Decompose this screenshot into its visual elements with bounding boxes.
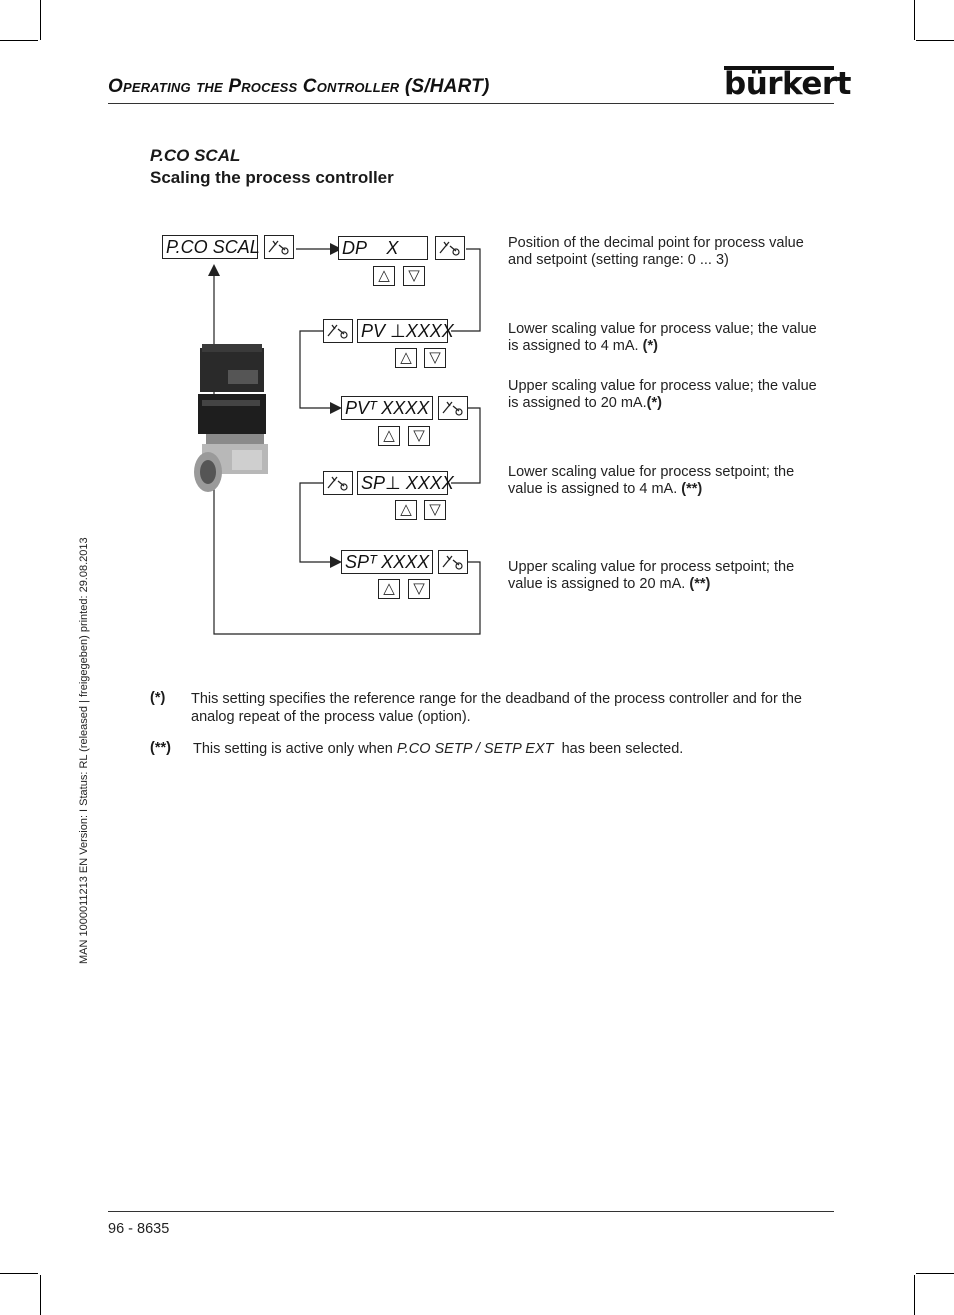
- hand-key-button[interactable]: [323, 471, 353, 495]
- footnote-mark: (*): [642, 338, 658, 354]
- header-rule: [108, 103, 834, 104]
- note-text-part: has been selected.: [561, 741, 684, 757]
- arrow-up-button[interactable]: △: [395, 348, 417, 368]
- arrowhead: [330, 556, 342, 568]
- display-pco-scal: P.CO SCAL: [162, 235, 260, 259]
- hand-key-button[interactable]: [435, 236, 465, 260]
- arrowhead: [208, 264, 220, 276]
- arrow-up-button[interactable]: △: [373, 266, 395, 286]
- description-pv-low: Lower scaling value for process value; t…: [508, 321, 828, 355]
- arrow-up-button[interactable]: △: [378, 426, 400, 446]
- arrow-down-icon: ▽: [413, 427, 425, 444]
- display-sp-high: SPᵀ XXXX: [341, 550, 433, 574]
- arrow-up-icon: △: [383, 580, 395, 597]
- hand-key-icon: [327, 324, 348, 339]
- description-text: Upper scaling value for process value; t…: [508, 378, 817, 411]
- arrow-up-button[interactable]: △: [395, 500, 417, 520]
- arrow-up-icon: △: [378, 267, 390, 284]
- description-text: Lower scaling value for process setpoint…: [508, 464, 795, 497]
- connector-line: [451, 248, 481, 332]
- note-mark: (*): [150, 690, 166, 706]
- hand-key-icon: [268, 240, 289, 255]
- crop-mark: [914, 1275, 915, 1315]
- hand-key-icon: [442, 555, 463, 570]
- arrow-down-icon: ▽: [408, 267, 420, 284]
- hand-key-button[interactable]: [438, 550, 468, 574]
- note-text-part: This setting is active only when: [193, 741, 393, 757]
- display-pv-low: PV ⊥XXXX: [357, 319, 454, 343]
- arrow-down-icon: ▽: [429, 501, 441, 518]
- crop-mark: [0, 40, 38, 41]
- description-sp-high: Upper scaling value for process setpoint…: [508, 559, 828, 593]
- note-text: This setting specifies the reference ran…: [191, 691, 802, 725]
- display-dp: DP X: [338, 236, 428, 260]
- description-pv-high: Upper scaling value for process value; t…: [508, 378, 828, 412]
- crop-mark: [40, 0, 41, 40]
- hand-key-icon: [327, 476, 348, 491]
- arrowhead: [330, 243, 342, 255]
- crop-mark: [916, 40, 954, 41]
- hand-key-icon: [442, 401, 463, 416]
- device-image: [194, 344, 268, 492]
- burkert-logo: bürkert: [724, 66, 851, 102]
- arrow-up-icon: △: [400, 501, 412, 518]
- footnote-mark: (**): [681, 481, 703, 497]
- arrow-up-icon: △: [383, 427, 395, 444]
- description-sp-low: Lower scaling value for process setpoint…: [508, 464, 828, 498]
- crop-mark: [916, 1273, 954, 1274]
- hand-key-button[interactable]: [264, 235, 294, 259]
- crop-mark: [914, 0, 915, 40]
- arrow-down-button[interactable]: ▽: [408, 579, 430, 599]
- arrow-up-button[interactable]: △: [378, 579, 400, 599]
- connector-line: [451, 407, 481, 484]
- arrowhead: [330, 402, 342, 414]
- section-title: Scaling the process controller: [150, 168, 394, 187]
- hand-key-button[interactable]: [438, 396, 468, 420]
- crop-mark: [40, 1275, 41, 1315]
- arrow-down-icon: ▽: [413, 580, 425, 597]
- arrow-down-button[interactable]: ▽: [424, 500, 446, 520]
- footer-rule: [108, 1211, 834, 1212]
- crop-mark: [0, 1273, 38, 1274]
- arrow-down-button[interactable]: ▽: [408, 426, 430, 446]
- note-menu-ref: P.CO SETP / SETP EXT: [396, 741, 554, 757]
- section-code: P.CO SCAL: [150, 146, 241, 165]
- display-sp-low: SP⊥ XXXX: [357, 471, 454, 495]
- connector-line: [299, 482, 334, 563]
- arrow-down-button[interactable]: ▽: [403, 266, 425, 286]
- page-number: 96 - 8635: [108, 1221, 170, 1237]
- page-header-title: Operating the Process Controller (S/HART…: [108, 76, 490, 97]
- footnote-mark: (*): [646, 395, 662, 411]
- arrow-up-icon: △: [400, 349, 412, 366]
- footnote-mark: (**): [689, 576, 711, 592]
- connector-line: [213, 275, 481, 635]
- description-text: Upper scaling value for process setpoint…: [508, 559, 795, 592]
- connector-line: [299, 330, 334, 409]
- display-pv-high: PVᵀ XXXX: [341, 396, 433, 420]
- description-dp: Position of the decimal point for proces…: [508, 235, 828, 269]
- hand-key-icon: [439, 241, 460, 256]
- hand-key-button[interactable]: [323, 319, 353, 343]
- arrow-down-icon: ▽: [429, 349, 441, 366]
- arrow-down-button[interactable]: ▽: [424, 348, 446, 368]
- document-sidebar-info: MAN 1000011213 EN Version: I Status: RL …: [78, 537, 90, 964]
- note-mark: (**): [150, 740, 171, 756]
- description-text: Lower scaling value for process value; t…: [508, 321, 817, 354]
- note-text: This setting is active only when P.CO SE…: [193, 740, 833, 758]
- logo-bar: [724, 66, 834, 70]
- description-text: Position of the decimal point for proces…: [508, 235, 804, 268]
